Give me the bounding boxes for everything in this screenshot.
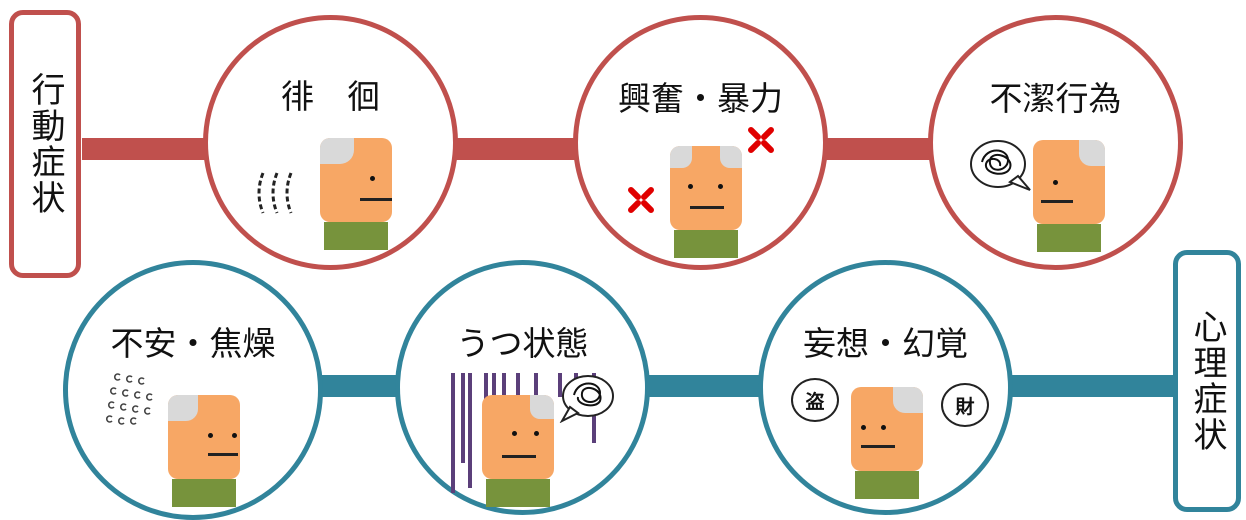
speech-bubble-steal: 盗 [791,378,839,422]
depression-circle: うつ状態 [395,260,650,515]
confused-thought-bubble-icon [559,375,614,423]
agitation-violence-title: 興奮・暴力 [618,79,783,118]
unsanitary-behavior-title: 不潔行為 [989,79,1122,118]
anxiety-marks-icon [106,373,153,425]
anxiety-irritability-title: 不安・焦燥 [110,324,276,363]
agitation-violence-circle: 興奮・暴力 [573,15,828,270]
anxiety-irritability-circle: 不安・焦燥 [63,260,323,520]
speech-bubble-wealth-text: 財 [955,395,975,418]
wandering-title: 徘 徊 [281,77,380,116]
depression-title: うつ状態 [456,324,589,363]
delusion-hallucination-title: 妄想・幻覚 [803,324,968,363]
behavioral-symptoms-label-box: 行動症状 [9,10,81,278]
unsanitary-behavior-circle: 不潔行為 [928,15,1183,270]
behavioral-symptoms-label: 行動症状 [25,72,65,216]
delusion-hallucination-circle: 妄想・幻覚 盗 財 [758,260,1013,515]
confused-thought-bubble-icon [970,140,1031,191]
speech-bubble-steal-text: 盗 [805,390,825,413]
motion-lines-icon [257,172,293,214]
anger-mark-icon [628,187,654,213]
anger-mark-icon [748,127,774,153]
wandering-circle: 徘 徊 [203,15,458,270]
psychological-symptoms-label-box: 心理症状 [1173,250,1241,512]
psychological-symptoms-label: 心理症状 [1187,309,1227,453]
speech-bubble-wealth: 財 [941,383,989,427]
